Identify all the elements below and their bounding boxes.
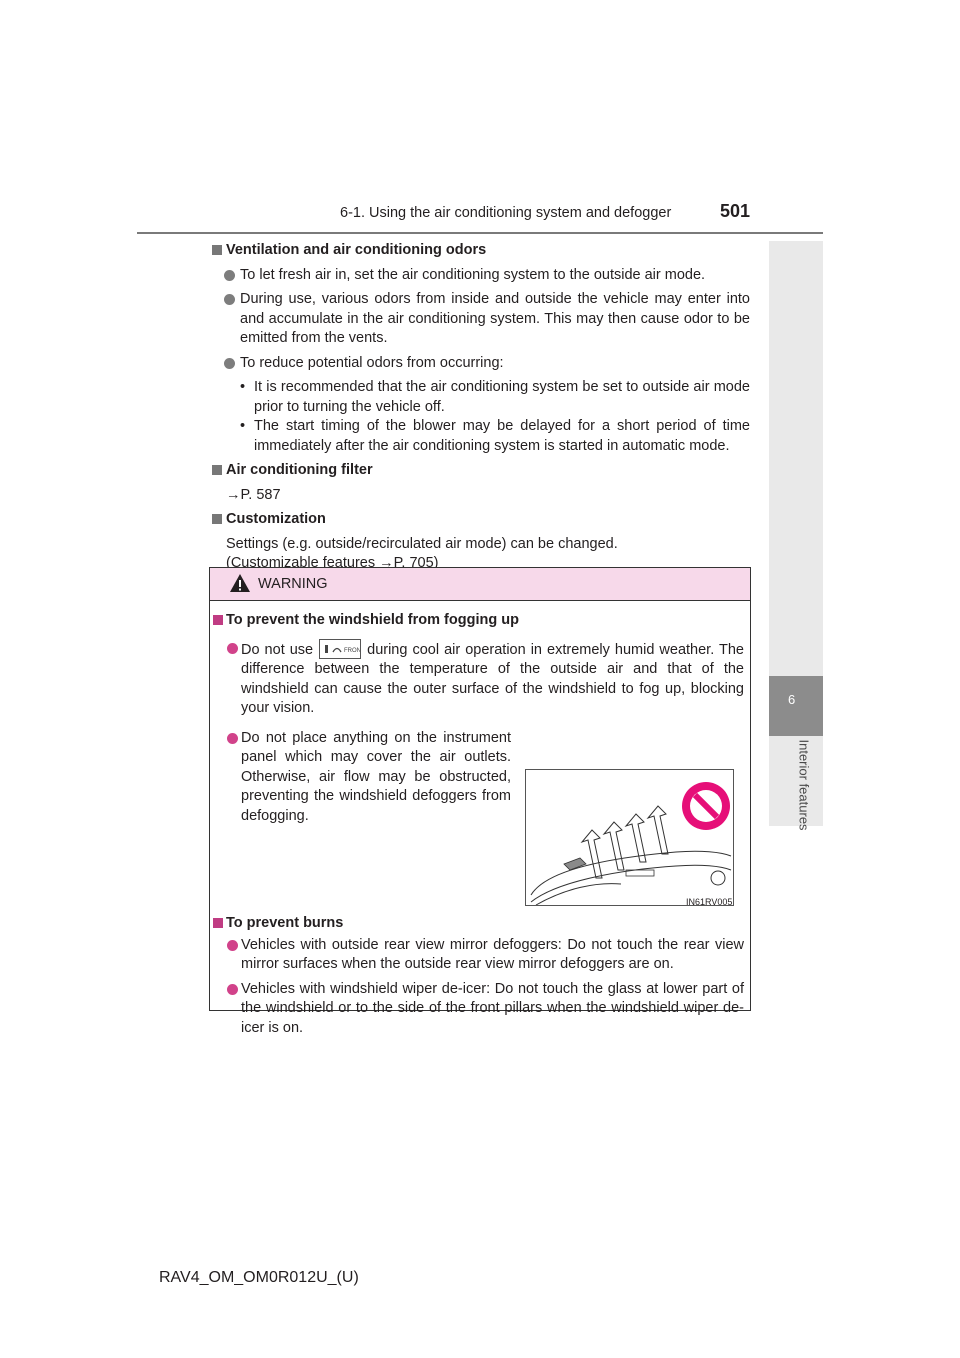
chapter-label: Interior features	[796, 739, 812, 831]
list-item: To reduce potential odors from occurring…	[210, 354, 750, 374]
warning-item: Vehicles with windshield wiper de-icer: …	[210, 980, 750, 1039]
defroster-button-icon: FRONT	[319, 638, 365, 659]
list-item: To let fresh air in, set the air conditi…	[210, 266, 750, 286]
warning-body: To prevent the windshield from fogging u…	[210, 611, 750, 1043]
footer-code: RAV4_OM_OM0R012U_(U)	[159, 1269, 359, 1286]
sub-list-item: •The start timing of the blower may be d…	[240, 418, 750, 454]
page-reference: →P. 587	[226, 486, 281, 503]
section-heading: Ventilation and air conditioning odors	[210, 241, 750, 261]
warning-title: WARNING	[258, 576, 328, 592]
warning-header: WARNING	[210, 568, 750, 601]
header-rule	[137, 232, 823, 234]
dashboard-illustration: IN61RV005	[525, 769, 734, 907]
warning-item: Do not useFRONTduring cool air operation…	[210, 638, 750, 719]
side-tab-marker	[769, 676, 823, 736]
chapter-number: 6	[788, 692, 796, 707]
warning-box: WARNING To prevent the windshield from f…	[209, 567, 751, 1036]
warning-item: Vehicles with outside rear view mirror d…	[210, 936, 750, 975]
page-number: 501	[720, 201, 751, 221]
svg-text:FRONT: FRONT	[344, 648, 360, 654]
warning-heading: To prevent burns	[210, 914, 750, 934]
warning-item: Do not place anything on the instrument …	[210, 729, 517, 827]
section-heading: Air conditioning filter	[210, 461, 750, 481]
list-item: During use, various odors from inside an…	[210, 290, 750, 349]
dashboard-drawing	[530, 782, 732, 906]
warning-icon	[230, 574, 250, 592]
header-title: 6-1. Using the air conditioning system a…	[340, 205, 672, 221]
section-heading: Customization	[210, 510, 750, 530]
main-content: Ventilation and air conditioning odors T…	[210, 241, 750, 579]
paragraph: Settings (e.g. outside/recirculated air …	[226, 535, 618, 552]
sub-list-item: •It is recommended that the air conditio…	[240, 379, 750, 415]
figure-label: IN61RV005	[686, 897, 733, 907]
warning-heading: To prevent the windshield from fogging u…	[210, 611, 750, 631]
side-tab	[769, 241, 823, 826]
